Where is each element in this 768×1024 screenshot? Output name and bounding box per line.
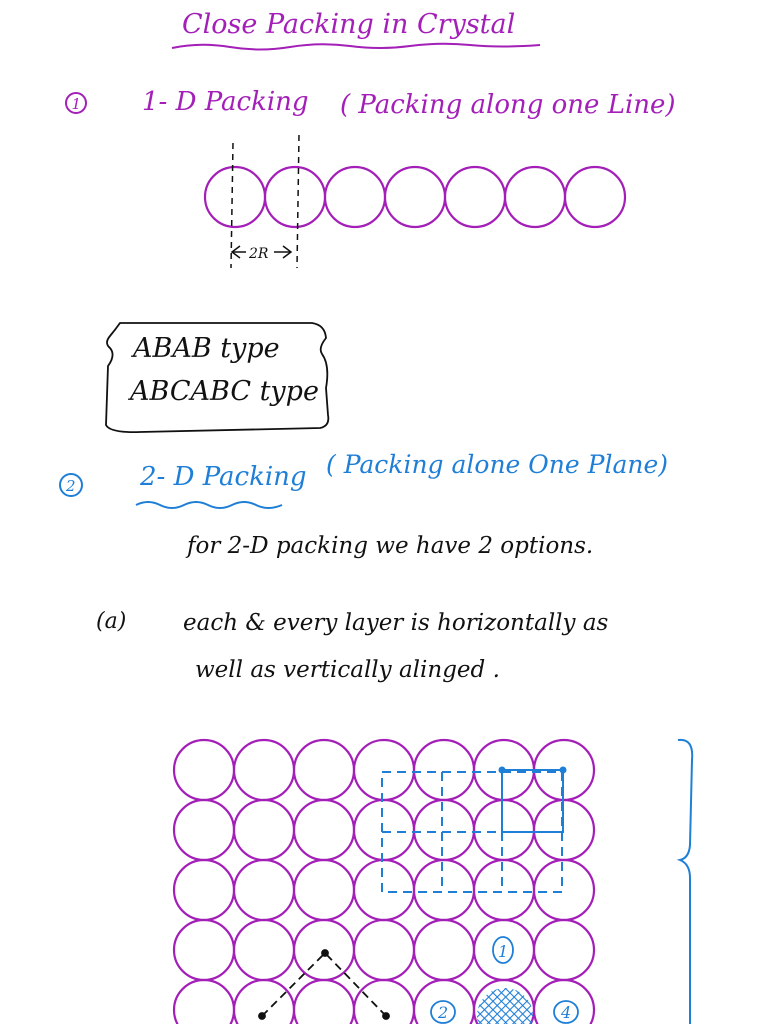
hatched-circle xyxy=(477,988,533,1024)
section-2-subheading: ( Packing alone One Plane) xyxy=(326,450,668,479)
grid-circle xyxy=(232,798,296,862)
option-a-line-2: well as vertically alinged . xyxy=(195,657,500,683)
section-2-intro: for 2-D packing we have 2 options. xyxy=(185,533,593,559)
page-title: Close Packing in Crystal xyxy=(182,9,515,40)
grid-circle xyxy=(412,798,476,862)
svg-text:4: 4 xyxy=(560,1003,571,1022)
grid-circle xyxy=(292,978,356,1024)
grid-circle xyxy=(232,738,296,802)
types-box-border xyxy=(105,322,330,434)
section-2-underline xyxy=(135,501,283,509)
right-curly-brace xyxy=(676,738,694,1024)
section-1-number-circle xyxy=(65,92,87,114)
one-d-circle xyxy=(203,165,267,229)
grid-circle xyxy=(412,738,476,802)
grid-circle xyxy=(292,798,356,862)
one-d-circle-row xyxy=(203,165,627,229)
marker-2: 2 xyxy=(430,1000,456,1024)
grid-circle xyxy=(412,918,476,982)
marker-4: 4 xyxy=(553,1000,579,1024)
square-packing-grid xyxy=(172,738,596,1024)
dimension-label: 2R xyxy=(248,246,269,262)
one-d-circle xyxy=(563,165,627,229)
grid-circle xyxy=(472,858,536,922)
one-d-circle xyxy=(383,165,447,229)
unit-cell-overlay xyxy=(381,766,567,893)
option-a-label: (a) xyxy=(96,609,126,634)
section-2-heading: 2- D Packing xyxy=(139,462,307,492)
grid-circle xyxy=(172,858,236,922)
title-underline xyxy=(171,42,541,51)
diamond-cell xyxy=(258,949,390,1020)
grid-circle xyxy=(172,918,236,982)
grid-circle xyxy=(532,858,596,922)
grid-circle xyxy=(532,918,596,982)
option-a-line-1: each & every layer is horizontally as xyxy=(183,610,609,636)
grid-circle xyxy=(172,978,236,1024)
grid-circle xyxy=(292,858,356,922)
section-1-number: 1 xyxy=(72,95,82,113)
one-d-circle xyxy=(443,165,507,229)
grid-circle xyxy=(352,858,416,922)
one-d-circle xyxy=(503,165,567,229)
section-1-heading: 1- D Packing xyxy=(142,87,309,117)
grid-circle xyxy=(352,798,416,862)
grid-circle xyxy=(412,858,476,922)
section-2-number: 2 xyxy=(65,477,76,495)
svg-text:1: 1 xyxy=(498,942,508,961)
grid-circle xyxy=(352,738,416,802)
grid-circle xyxy=(232,858,296,922)
grid-circle xyxy=(232,918,296,982)
types-box-line-1: ABAB type xyxy=(130,333,280,364)
grid-circle xyxy=(532,978,596,1024)
section-2-number-circle xyxy=(59,473,83,497)
grid-circle xyxy=(172,798,236,862)
grid-circle xyxy=(172,738,236,802)
one-d-circle xyxy=(263,165,327,229)
grid-circle xyxy=(292,738,356,802)
types-box-line-2: ABCABC type xyxy=(127,376,319,407)
svg-text:2: 2 xyxy=(437,1003,448,1022)
grid-circle xyxy=(352,918,416,982)
marker-1: 1 xyxy=(492,936,514,964)
grid-circle xyxy=(472,798,536,862)
one-d-circle xyxy=(323,165,387,229)
section-1-subheading: ( Packing along one Line) xyxy=(340,90,676,120)
